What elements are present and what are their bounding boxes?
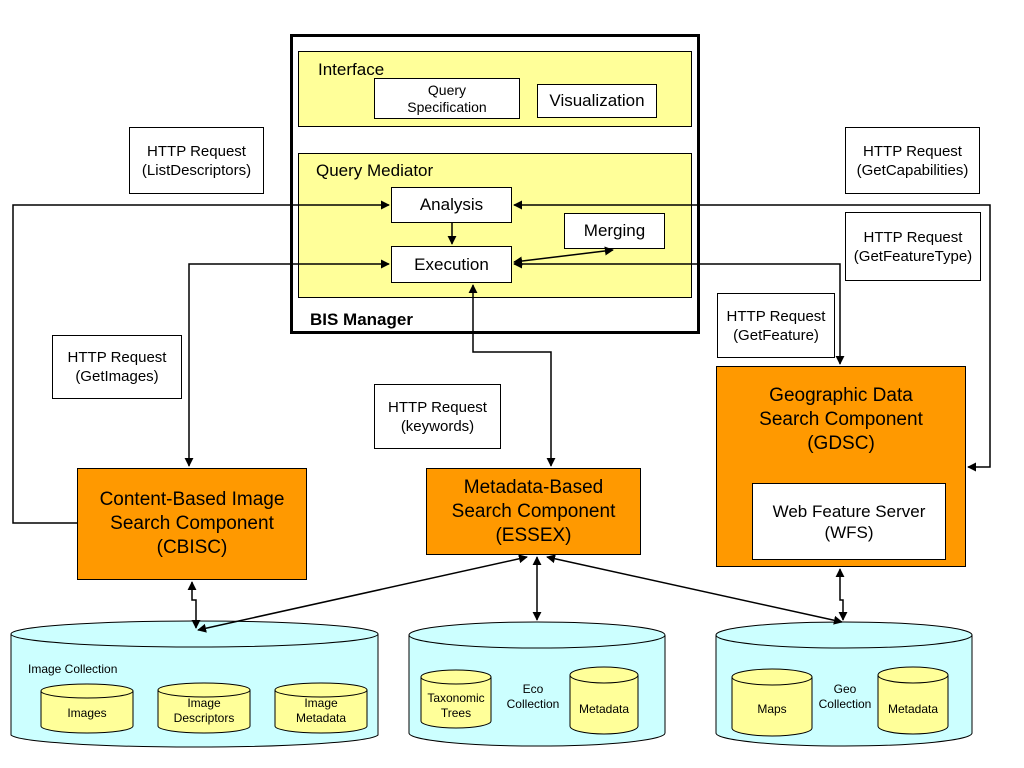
merging-box[interactable]: Merging xyxy=(564,213,665,249)
image-descriptors-store-label: Image Descriptors xyxy=(173,696,235,725)
execution-box[interactable]: Execution xyxy=(391,246,512,283)
analysis-box[interactable]: Analysis xyxy=(391,187,512,223)
query-specification-box[interactable]: Query Specification xyxy=(374,78,520,119)
connector-cbisc-image-collection xyxy=(187,581,201,629)
gdsc-label: Geographic Data Search Component (GDSC) xyxy=(759,385,923,454)
eco-metadata-store-label: Metadata xyxy=(578,701,630,716)
query-mediator-title: Query Mediator xyxy=(316,161,434,180)
geo-collection-label: Geo Collection xyxy=(818,682,872,711)
essex-component[interactable]: Metadata-Based Search Component (ESSEX) xyxy=(426,468,641,555)
http-request-get-capabilities: HTTP Request (GetCapabilities) xyxy=(845,127,980,194)
cbisc-component[interactable]: Content-Based Image Search Component (CB… xyxy=(77,468,307,580)
http-request-get-images: HTTP Request (GetImages) xyxy=(52,335,182,399)
image-metadata-store-label: Image Metadata xyxy=(295,696,347,725)
image-collection-database[interactable] xyxy=(10,620,379,748)
http-request-get-feature-type: HTTP Request (GetFeatureType) xyxy=(845,212,981,281)
image-collection-label: Image Collection xyxy=(28,662,118,676)
eco-collection-label: Eco Collection xyxy=(506,682,560,711)
geo-metadata-store-label: Metadata xyxy=(887,701,939,716)
connector-gdsc-geo-collection xyxy=(835,568,848,621)
images-store-label: Images xyxy=(67,705,107,720)
taxonomic-trees-store-label: Taxonomic Trees xyxy=(427,691,485,720)
http-request-list-descriptors: HTTP Request (ListDescriptors) xyxy=(129,127,264,194)
http-request-keywords: HTTP Request (keywords) xyxy=(374,384,501,449)
maps-store-label: Maps xyxy=(757,701,787,716)
http-request-get-feature: HTTP Request (GetFeature) xyxy=(717,293,835,358)
interface-title: Interface xyxy=(318,60,385,79)
visualization-box[interactable]: Visualization xyxy=(537,84,657,118)
bis-manager-title: BIS Manager xyxy=(310,310,413,329)
wfs-box[interactable]: Web Feature Server (WFS) xyxy=(752,483,946,560)
